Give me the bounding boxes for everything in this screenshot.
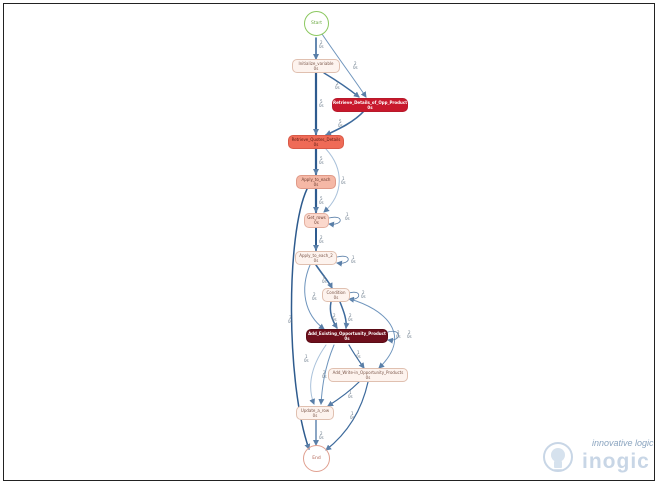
node-duration: 0s [312, 413, 318, 418]
process-map-edges [290, 33, 399, 451]
node-duration: 0s [313, 142, 319, 147]
edge-start-retrieve [321, 33, 367, 98]
node-apply-to-each[interactable]: Apply_to_each 0s [296, 175, 336, 189]
node-duration: 0s [313, 182, 319, 187]
edge-addwrite-end [325, 381, 369, 451]
node-duration: 0s [313, 66, 319, 71]
node-duration: 0s [344, 336, 350, 341]
edge-apply2-cond [315, 264, 333, 289]
node-duration: 0s [314, 220, 319, 225]
edge-addexist-addwrite [348, 344, 365, 369]
node-duration: 0s [313, 258, 319, 263]
edge-apply2-addexist [304, 264, 325, 330]
edge-retrieve-quote [325, 110, 365, 136]
edge-cond-self [348, 291, 360, 303]
bulb-logo-icon [543, 442, 573, 472]
node-duration: 0s [333, 295, 339, 300]
node-duration: 0s [367, 105, 373, 110]
node-duration: 0s [365, 375, 371, 380]
edge-cond-addexist-2 [339, 301, 350, 329]
edge-cond-addexist-1 [329, 301, 338, 329]
node-label: Retrieve_Quotes_Details [291, 137, 341, 142]
edge-apply1-end [290, 188, 311, 450]
logo-wordmark: inogic [582, 450, 650, 473]
node-add-existing-opportunity-product[interactable]: Add_Existing_Opportunity_Product 0s [306, 329, 388, 343]
inogic-logo: innovative logic inogic [540, 438, 658, 478]
node-label: Update_a_row [300, 408, 330, 413]
edge-quote-getrows [323, 148, 340, 213]
node-end-label: End [312, 456, 321, 461]
node-start-label: Start [311, 21, 322, 26]
node-label: Apply_to_each_2 [299, 253, 333, 258]
node-get-rows[interactable]: Get_rows 0s [304, 213, 329, 228]
node-add-write-in-opportunity-products[interactable]: Add_Write-in_Opportunity_Products 0s [328, 368, 408, 382]
edge-apply2-self [336, 255, 349, 267]
node-retrieve-quotes[interactable]: Retrieve_Quotes_Details 0s [288, 135, 344, 149]
node-initialize-variable[interactable]: Initialize_variable 0s [292, 59, 340, 73]
node-label: Initialize_variable [298, 61, 334, 66]
node-label: Add_Existing_Opportunity_Product [308, 331, 386, 336]
edge-addexist-self [387, 330, 399, 344]
node-update-a-row[interactable]: Update_a_row 0s [296, 406, 334, 420]
node-apply-to-each-2[interactable]: Apply_to_each_2 0s [295, 251, 337, 265]
node-label: Add_Write-in_Opportunity_Products [332, 370, 404, 375]
logo-tagline: innovative logic [592, 438, 654, 448]
node-label: Condition [326, 290, 346, 295]
edge-addexist-update [318, 344, 335, 405]
node-condition[interactable]: Condition 0s [322, 288, 350, 302]
node-label: Get_rows [307, 215, 326, 220]
edge-addexist-update-2 [309, 344, 327, 405]
edge-cond-addwrite [349, 298, 396, 369]
node-label: Retrieve_Details_of_Opp_Products [333, 100, 408, 105]
edge-init-retrieve [323, 72, 360, 98]
edge-addwrite-update [327, 381, 360, 407]
edge-getrows-self [328, 216, 341, 228]
node-retrieve-details[interactable]: Retrieve_Details_of_Opp_Products 0s [332, 98, 408, 112]
node-end[interactable]: End [303, 445, 330, 472]
node-start[interactable]: Start [304, 11, 329, 36]
node-label: Apply_to_each [301, 177, 331, 182]
